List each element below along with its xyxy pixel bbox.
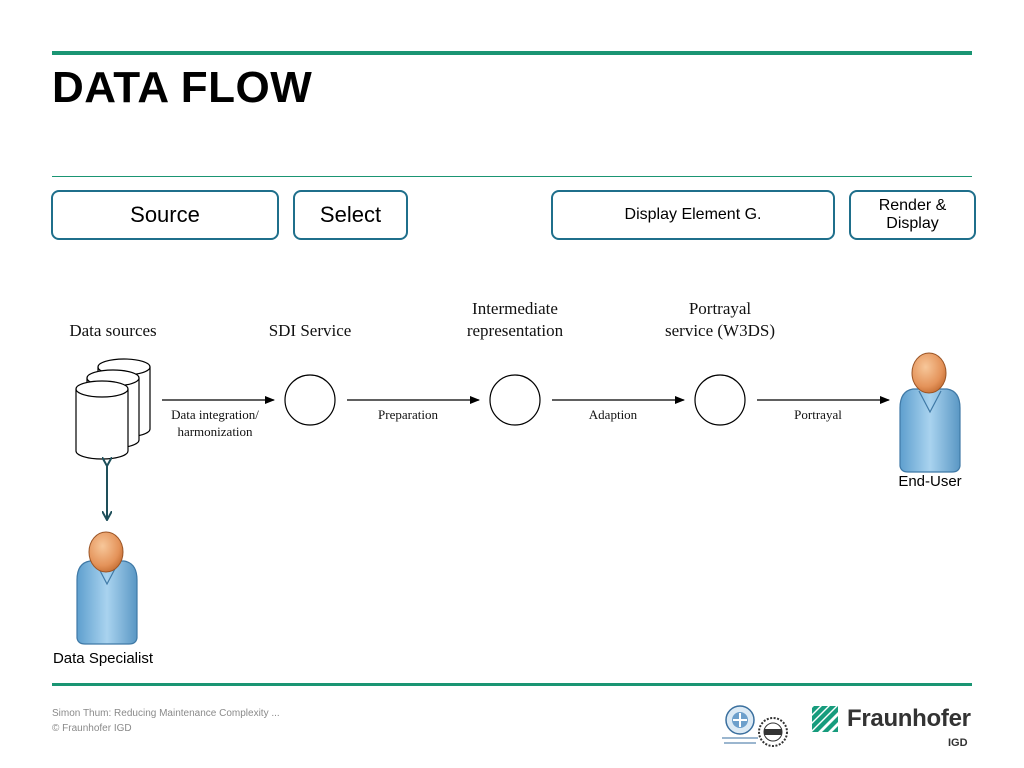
footer-presentation-title: Simon Thum: Reducing Maintenance Complex… xyxy=(52,708,280,719)
portrayal-service-node xyxy=(694,374,746,426)
data-sources-label: Data sources xyxy=(69,321,157,340)
footer-text: Simon Thum: Reducing Maintenance Complex… xyxy=(52,706,280,736)
portrayal-service-label-line1: Portrayal xyxy=(688,299,752,318)
footer-copyright: © Fraunhofer IGD xyxy=(52,723,132,734)
database-icon xyxy=(75,358,151,460)
stage-select-label: Select xyxy=(319,202,382,228)
sdi-service-label: SDI Service xyxy=(268,321,352,340)
iqnet-seal xyxy=(758,717,788,747)
edge-preparation-label: Preparation xyxy=(378,407,438,422)
stage-select: Select xyxy=(293,190,408,240)
intermediate-label-line1: Intermediate xyxy=(472,299,558,318)
igd-wordmark: IGD xyxy=(948,737,968,749)
data-specialist-icon xyxy=(76,531,138,645)
data-specialist-label: Data Specialist xyxy=(52,650,154,667)
stage-render-label-line1: Render & xyxy=(878,196,947,214)
quality-certificate-seal xyxy=(722,705,758,744)
stage-display-element: Display Element G. xyxy=(551,190,835,240)
edge-adaption-label: Adaption xyxy=(588,407,638,422)
stage-render-label-line2: Display xyxy=(886,215,939,232)
edge-integration-label-line1: Data integration/ xyxy=(171,407,259,422)
fraunhofer-wordmark: Fraunhofer xyxy=(847,705,971,732)
intermediate-node xyxy=(489,374,541,426)
portrayal-service-label-line2: service (W3DS) xyxy=(665,321,775,340)
database-cylinder-front xyxy=(75,380,129,460)
sdi-service-node xyxy=(284,374,336,426)
top-rule xyxy=(52,51,972,55)
fraunhofer-logo-icon xyxy=(812,706,838,732)
stage-source: Source xyxy=(51,190,279,240)
intermediate-label-line2: representation xyxy=(466,321,564,340)
stage-source-label: Source xyxy=(130,202,200,228)
edge-integration-label-line2: harmonization xyxy=(177,424,253,439)
stage-display-element-label: Display Element G. xyxy=(624,205,762,223)
edge-portrayal-label: Portrayal xyxy=(794,407,842,422)
header-divider xyxy=(52,176,972,177)
slide-title: DATA FLOW xyxy=(52,63,313,112)
footer-rule xyxy=(52,683,972,686)
end-user-label: End-User xyxy=(898,473,962,490)
end-user-icon xyxy=(899,352,961,473)
stage-render-display: Render & Display xyxy=(849,190,976,240)
